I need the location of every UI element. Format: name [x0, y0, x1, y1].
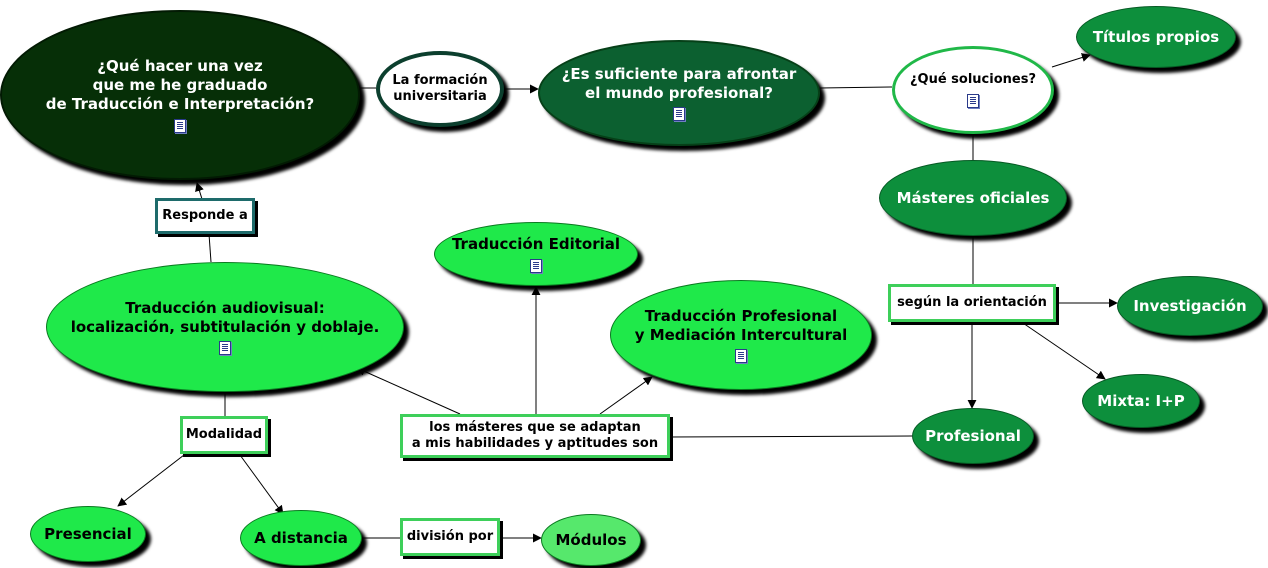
research-label: Investigación: [1133, 296, 1247, 315]
link-modality-to-distance: [239, 454, 284, 515]
in-person-node[interactable]: Presencial: [30, 506, 146, 562]
document-icon[interactable]: [174, 118, 186, 133]
editorial-translation-node[interactable]: Traducción Editorial: [434, 222, 638, 286]
link-adapted-to-profmed: [599, 376, 653, 415]
own-degrees-node[interactable]: Títulos propios: [1076, 6, 1236, 68]
distance-node[interactable]: A distancia: [240, 510, 362, 566]
mixed-node[interactable]: Mixta: I+P: [1082, 374, 1200, 428]
question-after-graduating-label: ¿Qué hacer una vez que me he graduado de…: [45, 57, 315, 113]
is-it-enough-node[interactable]: ¿Es suficiente para afrontar el mundo pr…: [538, 40, 820, 146]
document-icon[interactable]: [219, 341, 231, 356]
modality-box[interactable]: Modalidad: [180, 416, 268, 454]
is-it-enough-label: ¿Es suficiente para afrontar el mundo pr…: [561, 64, 797, 102]
link-adapted-to-professional: [667, 435, 913, 438]
distance-label: A distancia: [254, 528, 348, 547]
modality-label: Modalidad: [185, 426, 263, 442]
professional-node[interactable]: Profesional: [912, 408, 1034, 464]
link-adapted-to-av: [356, 367, 461, 415]
document-icon[interactable]: [673, 107, 685, 122]
modules-label: Módulos: [555, 530, 627, 549]
divided-by-label: división por: [406, 528, 494, 544]
what-solutions-node[interactable]: ¿Qué soluciones?: [892, 46, 1054, 134]
adapted-masters-label: los másteres que se adaptan a mis habili…: [411, 419, 659, 451]
link-responds-to-question: [195, 182, 204, 200]
university-training-label: La formación universitaria: [392, 72, 488, 104]
responds-to-label: Responde a: [162, 207, 248, 223]
modules-node[interactable]: Módulos: [541, 514, 641, 566]
university-training-node[interactable]: La formación universitaria: [376, 51, 504, 127]
document-icon[interactable]: [967, 93, 979, 108]
what-solutions-label: ¿Qué soluciones?: [909, 72, 1036, 88]
link-av-to-responds: [208, 233, 212, 263]
in-person-label: Presencial: [44, 524, 132, 543]
by-orientation-box[interactable]: según la orientación: [888, 284, 1056, 322]
mixed-label: Mixta: I+P: [1097, 391, 1185, 410]
responds-to-box[interactable]: Responde a: [155, 198, 255, 234]
adapted-masters-box[interactable]: los másteres que se adaptan a mis habili…: [400, 414, 670, 458]
document-icon[interactable]: [735, 349, 747, 364]
by-orientation-label: según la orientación: [897, 294, 1047, 310]
editorial-translation-label: Traducción Editorial: [451, 235, 621, 254]
link-solutions-to-own: [1051, 53, 1091, 68]
link-modality-to-inperson: [117, 454, 185, 507]
av-translation-node[interactable]: Traducción audiovisual: localización, su…: [46, 262, 404, 392]
professional-translation-label: Traducción Profesional y Mediación Inter…: [634, 306, 848, 344]
link-orientation-to-mixed: [1019, 320, 1106, 380]
document-icon[interactable]: [530, 258, 542, 273]
professional-label: Profesional: [925, 426, 1021, 445]
av-translation-label: Traducción audiovisual: localización, su…: [70, 298, 380, 336]
link-enough-to-solutions: [819, 86, 893, 89]
question-after-graduating-node[interactable]: ¿Qué hacer una vez que me he graduado de…: [0, 10, 360, 180]
research-node[interactable]: Investigación: [1117, 276, 1263, 336]
divided-by-box[interactable]: división por: [400, 518, 500, 556]
official-masters-label: Másteres oficiales: [896, 188, 1050, 207]
own-degrees-label: Títulos propios: [1092, 27, 1220, 46]
official-masters-node[interactable]: Másteres oficiales: [879, 160, 1067, 236]
professional-translation-node[interactable]: Traducción Profesional y Mediación Inter…: [610, 280, 872, 390]
